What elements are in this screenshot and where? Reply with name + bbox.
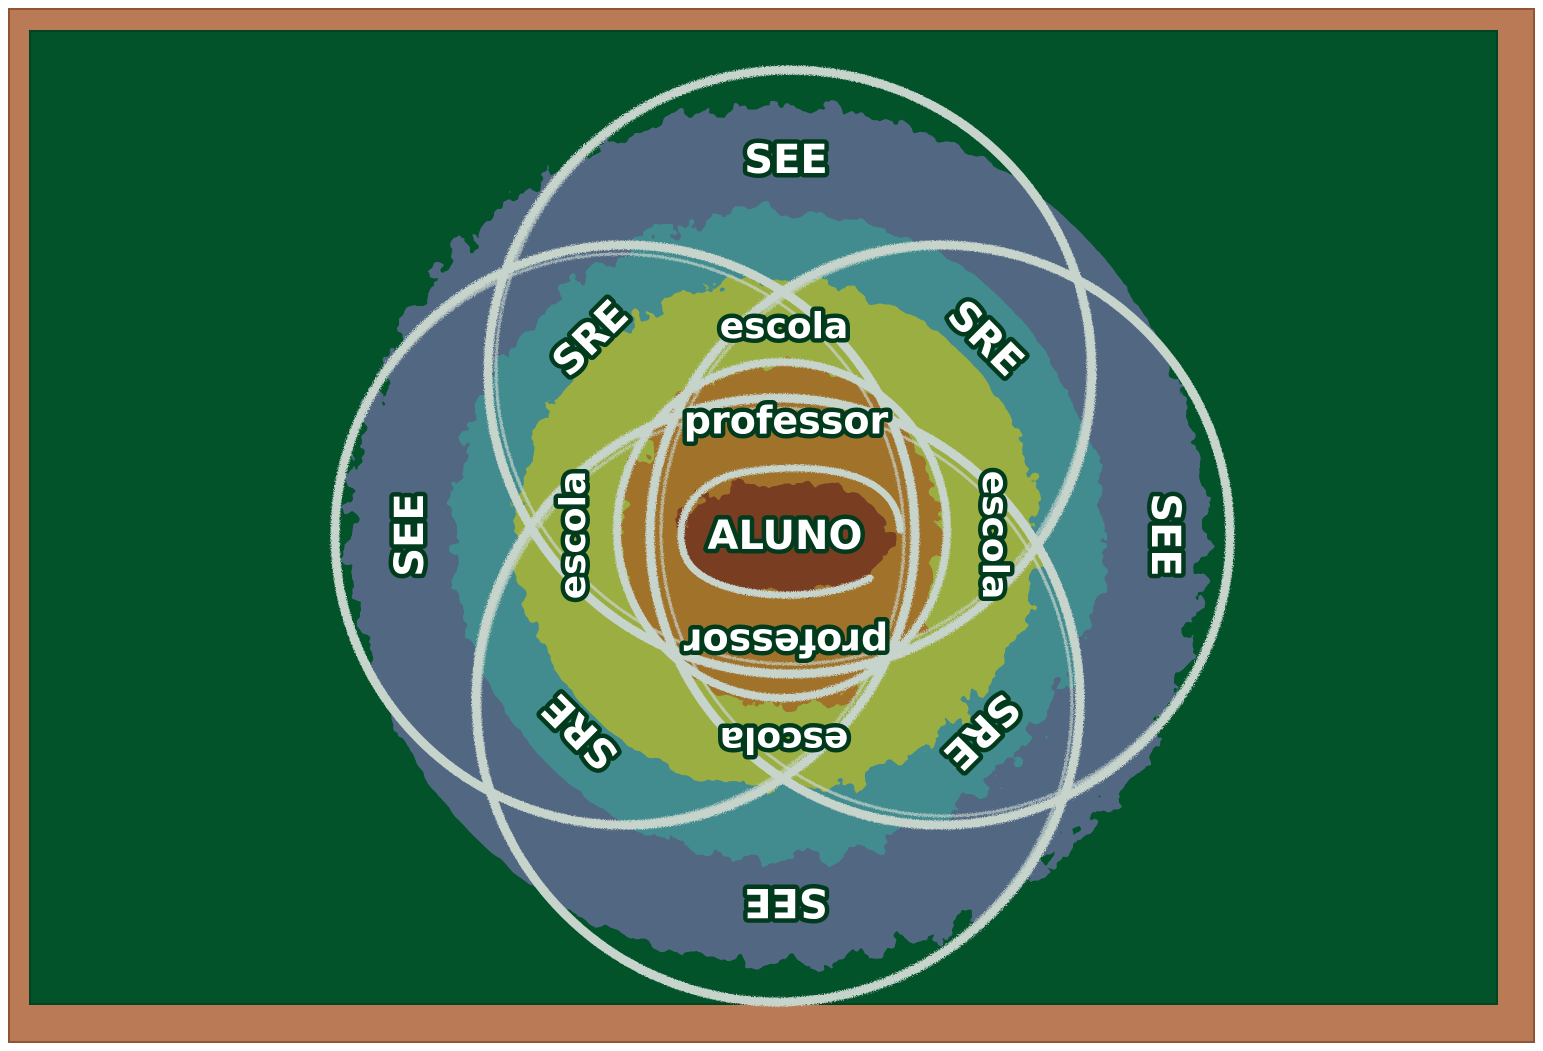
label-see-top: SEE: [744, 137, 827, 183]
label-escola-left: escola: [553, 471, 594, 600]
label-escola-bottom: escola: [720, 719, 849, 760]
label-escola-top: escola: [720, 306, 849, 347]
label-see-left: SEE: [387, 493, 433, 576]
label-see-bottom: SEE: [744, 879, 827, 925]
label-professor-bottom: professor: [684, 621, 889, 665]
label-see-right: SEE: [1142, 493, 1188, 576]
label-escola-right: escola: [974, 471, 1015, 600]
label-professor-top: professor: [684, 399, 889, 443]
label-aluno: ALUNO: [708, 513, 863, 559]
